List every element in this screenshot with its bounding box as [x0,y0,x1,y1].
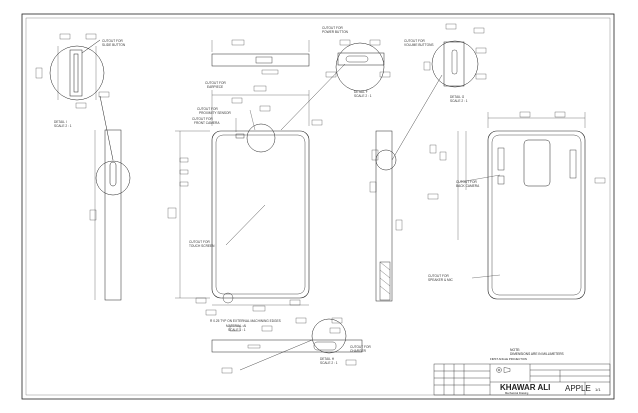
svg-text:SCALE 2 : 1: SCALE 2 : 1 [54,124,72,128]
back-view-dimension-boxes [427,111,606,200]
svg-text:CUTOUT FOR: CUTOUT FOR [205,81,226,85]
designer-name: KHAWAR ALI [500,383,550,392]
svg-text:CUTOUT FOR: CUTOUT FOR [350,345,371,349]
svg-text:CUTOUT FOR: CUTOUT FOR [404,39,425,43]
detail-view-top-right [423,23,487,88]
svg-text:DETAIL H: DETAIL H [320,357,335,361]
sheet-id: 1/1 [595,387,601,392]
sheet-border [21,13,615,400]
svg-text:DETAIL F: DETAIL F [354,90,368,94]
first-angle-projection-icon [496,367,511,373]
svg-text:EARPIECE: EARPIECE [207,85,223,89]
left-side-view [89,95,131,301]
svg-text:SCALE 2 : 1: SCALE 2 : 1 [450,99,468,103]
svg-text:PROXIMITY SENSOR: PROXIMITY SENSOR [199,111,232,115]
projection-label: FIRST ANGLE PROJECTION [490,357,527,361]
svg-text:VOLUME BUTTONS: VOLUME BUTTONS [404,43,434,47]
svg-text:CUTOUT FOR: CUTOUT FOR [102,39,123,43]
svg-text:CUTOUT FOR: CUTOUT FOR [322,26,343,30]
svg-text:CHARGER: CHARGER [350,349,367,353]
top-view [211,39,310,75]
svg-text:CUTOUT FOR: CUTOUT FOR [428,274,449,278]
svg-text:TOUCH SCREEN: TOUCH SCREEN [189,244,215,248]
note-title: NOTE: [510,348,520,352]
svg-text:SPEAKER & MIC: SPEAKER & MIC [428,278,453,282]
sheet-inner-border [25,17,611,396]
back-view-notes: CUTOUT FOR BACK CAMERA CUTOUT FOR SPEAKE… [428,180,480,282]
svg-text:CUTOUT FOR: CUTOUT FOR [197,107,218,111]
svg-text:POWER BUTTON: POWER BUTTON [322,30,349,34]
front-view-notes: CUTOUT FOR EARPIECE CUTOUT FOR PROXIMITY… [189,81,281,332]
detail-view-bottom-center [211,317,363,374]
title-block [433,363,611,396]
svg-text:SLIDE BUTTON: SLIDE BUTTON [102,43,126,47]
svg-text:R 0.25 TYP ON EXTERNAL MACHINI: R 0.25 TYP ON EXTERNAL MACHINING EDGES [210,319,281,323]
svg-text:CUTOUT FOR: CUTOUT FOR [192,117,213,121]
svg-text:SCALE 2 : 1: SCALE 2 : 1 [354,94,372,98]
detail-view-top-left [35,33,110,109]
designer-subtitle: Mechanical Drawing [505,391,529,395]
svg-text:DETAIL G: DETAIL G [450,95,465,99]
svg-text:CUTOUT FOR: CUTOUT FOR [189,240,210,244]
right-side-view [369,74,443,302]
back-view [457,112,586,300]
svg-text:FRONT CAMERA: FRONT CAMERA [194,121,220,125]
front-view [175,63,346,306]
detail-view-top-center [325,39,391,92]
svg-text:SCALE 1 : 1: SCALE 1 : 1 [228,328,246,332]
svg-text:SCALE 2 : 1: SCALE 2 : 1 [320,361,338,365]
note-body: DIMENSIONS ARE IN MILLIMETERS [510,352,564,356]
svg-text:DETAIL I: DETAIL I [54,120,67,124]
svg-text:BACK CAMERA: BACK CAMERA [456,184,480,188]
front-view-dimension-boxes [167,85,323,316]
svg-text:CUTOUT FOR: CUTOUT FOR [456,180,477,184]
part-name: APPLE [565,384,591,393]
